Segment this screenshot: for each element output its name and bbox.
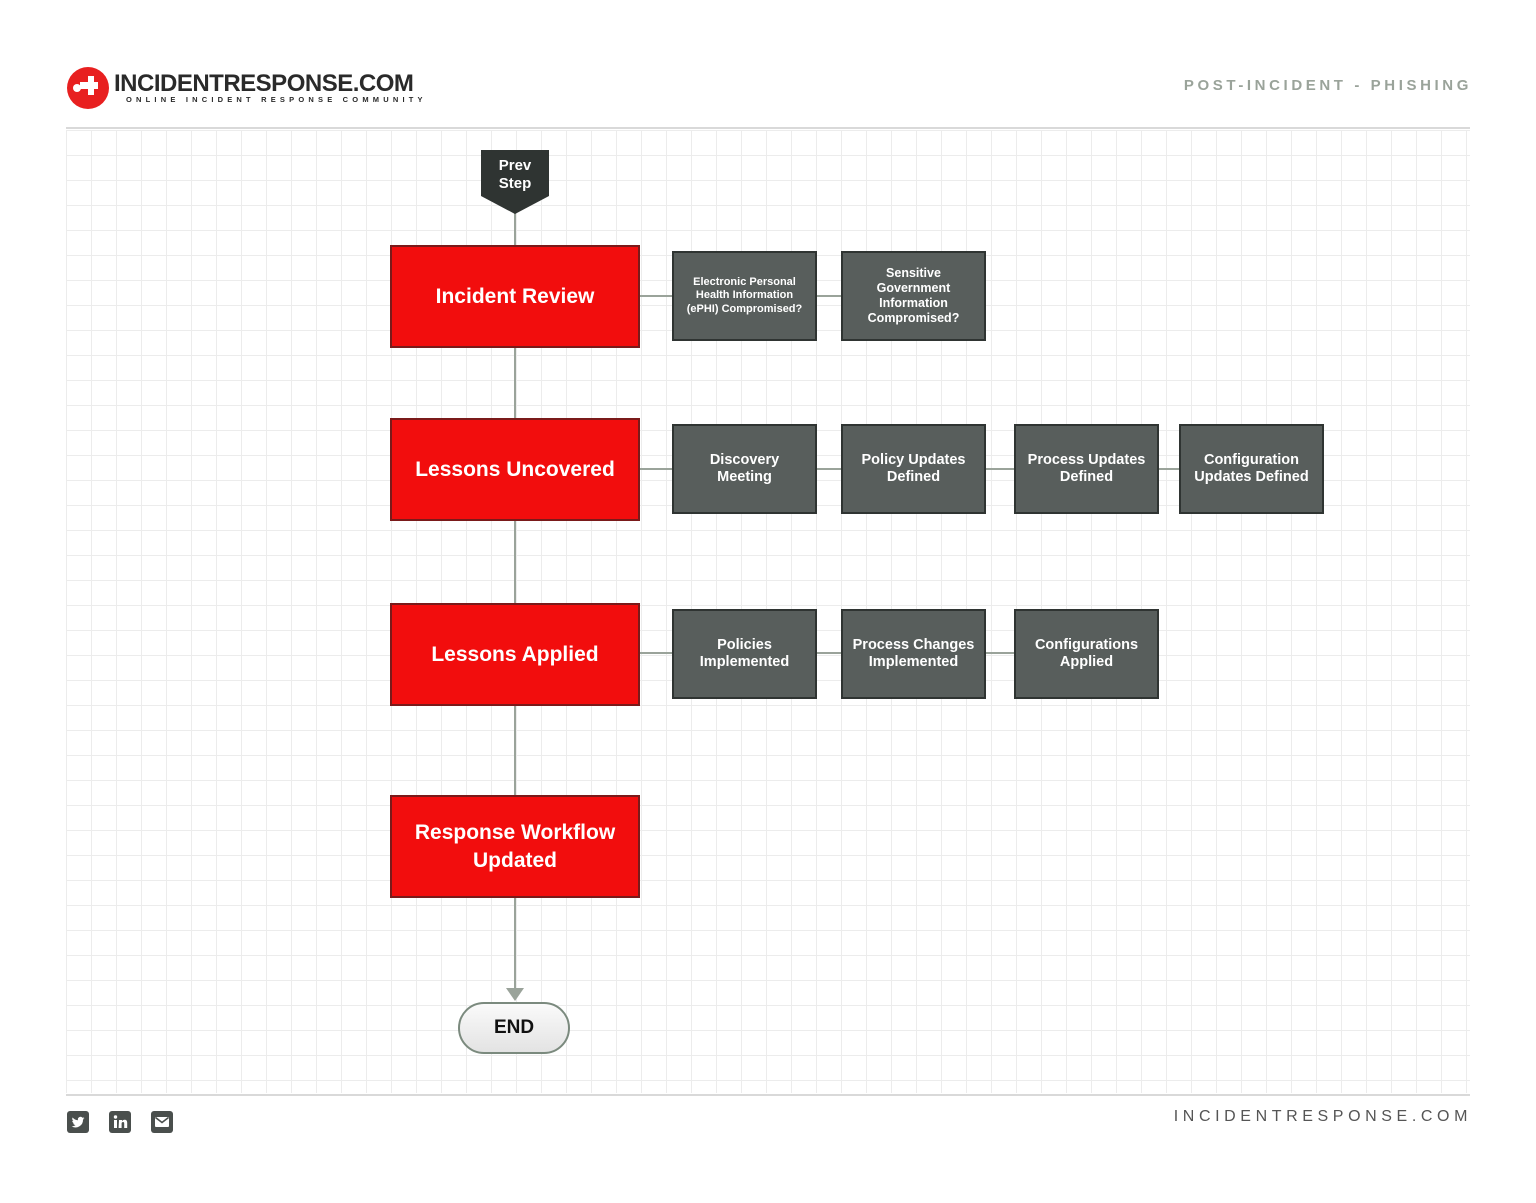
substep-process-changes-implemented[interactable]: Process Changes Implemented <box>841 609 986 699</box>
step-response-workflow-updated[interactable]: Response Workflow Updated <box>390 795 640 898</box>
linkedin-icon[interactable] <box>108 1110 132 1134</box>
prev-step-shape <box>481 150 549 214</box>
header-divider <box>66 127 1470 129</box>
substep-policies-implemented[interactable]: Policies Implemented <box>672 609 817 699</box>
substep-discovery-meeting[interactable]: Discovery Meeting <box>672 424 817 514</box>
step-lessons-applied[interactable]: Lessons Applied <box>390 603 640 706</box>
email-icon[interactable] <box>150 1110 174 1134</box>
step-incident-review[interactable]: Incident Review <box>390 245 640 348</box>
site-logo[interactable]: INCIDENTRESPONSE.COM ONLINE INCIDENT RES… <box>66 66 423 110</box>
page-section-label: POST-INCIDENT - PHISHING <box>1183 77 1472 94</box>
logo-title: INCIDENTRESPONSE.COM <box>114 70 414 97</box>
substep-configurations-applied[interactable]: Configurations Applied <box>1014 609 1159 699</box>
substep-process-updates-defined[interactable]: Process Updates Defined <box>1014 424 1159 514</box>
substep-policy-updates-defined[interactable]: Policy Updates Defined <box>841 424 986 514</box>
arrowhead-icon <box>506 988 524 1001</box>
footer-site-link[interactable]: INCIDENTRESPONSE.COM <box>1173 1108 1472 1125</box>
step-lessons-uncovered[interactable]: Lessons Uncovered <box>390 418 640 521</box>
prev-step-button[interactable]: Prev Step <box>498 157 532 192</box>
substep-ephi-compromised[interactable]: Electronic Personal Health Information (… <box>672 251 817 341</box>
end-terminal[interactable]: END <box>458 1002 570 1054</box>
substep-configuration-updates-defined[interactable]: Configuration Updates Defined <box>1179 424 1324 514</box>
logo-icon <box>67 67 109 109</box>
substep-sensitive-gov-info-compromised[interactable]: Sensitive Government Information Comprom… <box>841 251 986 341</box>
footer-divider <box>66 1094 1470 1096</box>
logo-subtitle: ONLINE INCIDENT RESPONSE COMMUNITY <box>126 95 427 104</box>
twitter-icon[interactable] <box>66 1110 90 1134</box>
